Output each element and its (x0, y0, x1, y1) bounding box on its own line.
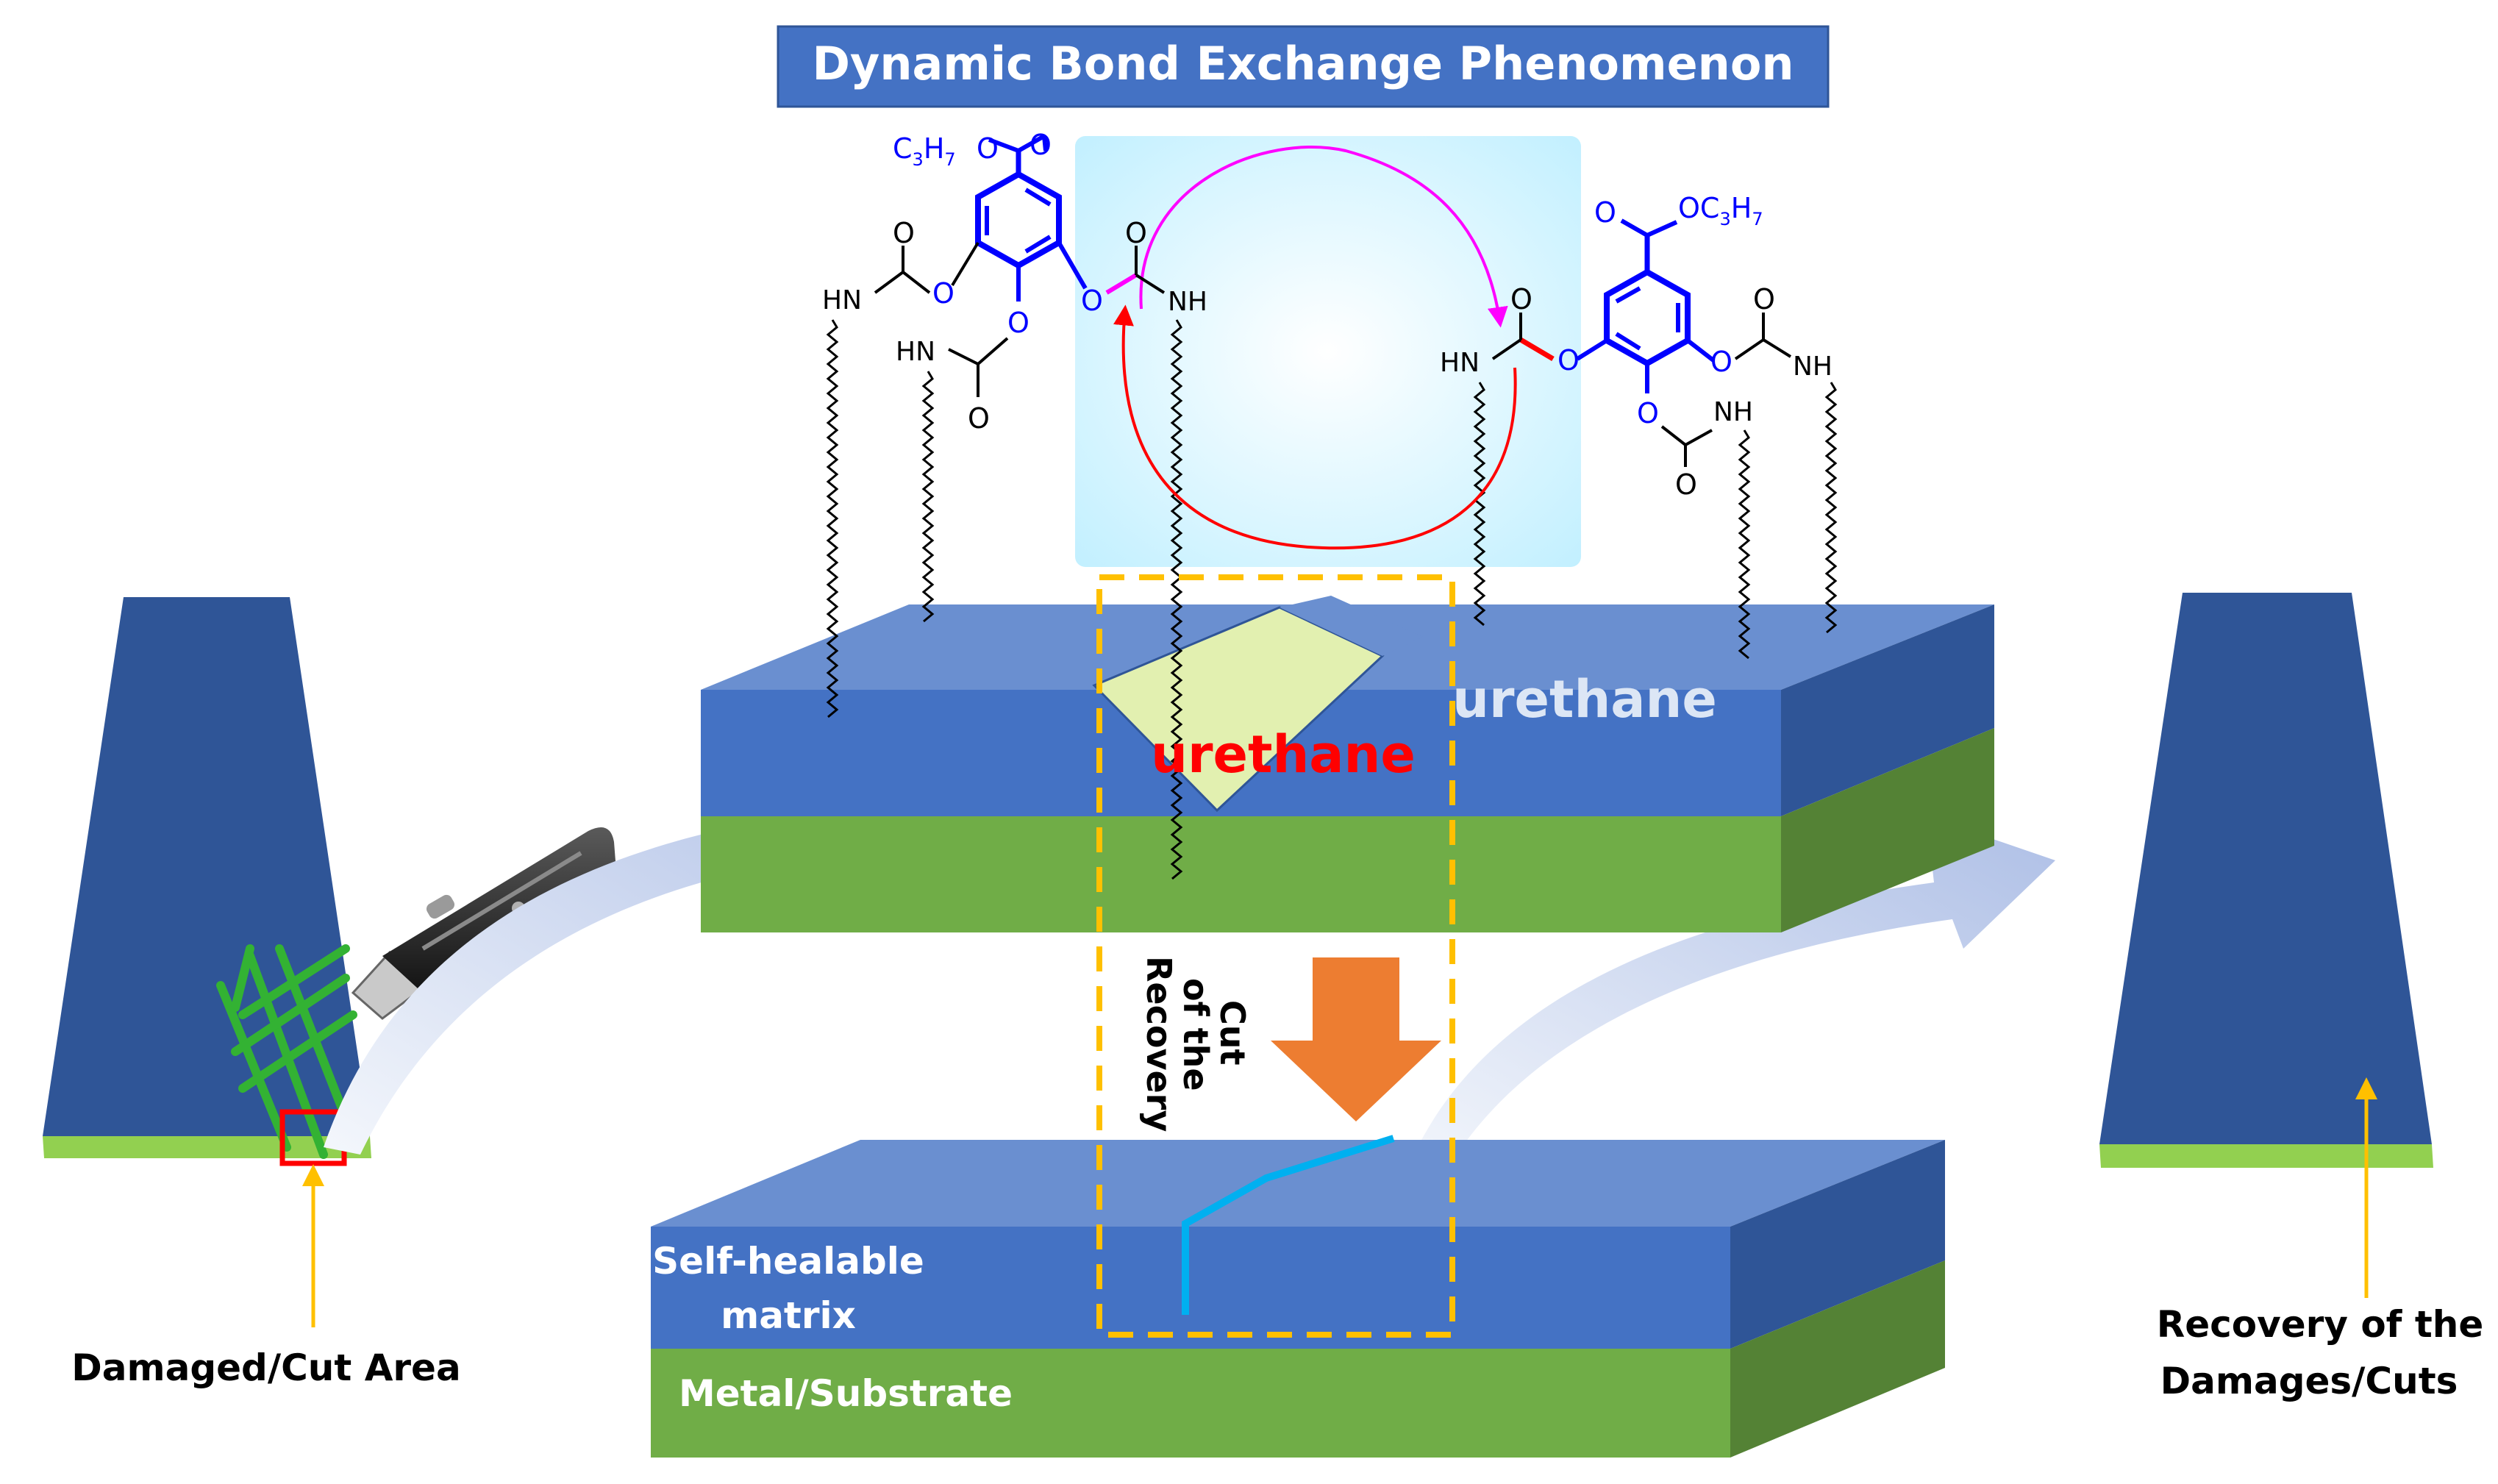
recovery-cut-line-2: of the (1176, 978, 1216, 1091)
chem-o: O (1753, 283, 1775, 315)
recovery-cut-line-3: Cut (1213, 1000, 1252, 1066)
chem-o: O (1594, 196, 1616, 229)
recovery-down-arrow (1271, 957, 1441, 1121)
recovered-panel (2099, 593, 2433, 1168)
chem-o: O (1125, 217, 1147, 249)
polymer-chains (826, 319, 1838, 880)
recovery-damages-label-1: Recovery of the (2157, 1303, 2483, 1346)
chem-nh: NH (1713, 397, 1753, 427)
bottom-slab: Self-healable matrix Metal/Substrate (651, 1135, 1945, 1458)
damaged-area-label: Damaged/Cut Area (71, 1346, 460, 1389)
chem-o: O (932, 277, 954, 310)
chem-o: O (1029, 129, 1052, 161)
exchange-arrow-forward (1139, 146, 1508, 328)
chem-o: O (1710, 346, 1732, 378)
urethane-matrix-label: urethane (1452, 669, 1717, 729)
molecule-right: O OC3H7 O O HN O O NH O O NH (1440, 192, 1833, 501)
chem-hn: HN (822, 285, 862, 315)
reaction-zone-highlight (1075, 136, 1581, 567)
chem-hn: HN (1440, 348, 1480, 378)
metal-substrate-label: Metal/Substrate (679, 1372, 1013, 1415)
recovery-damages-label-2: Damages/Cuts (2160, 1360, 2458, 1402)
chem-propyl-ester: OC3H7 (1678, 192, 1763, 229)
chem-o: O (1557, 344, 1580, 377)
chem-o: O (968, 402, 990, 435)
chem-o: O (1510, 283, 1532, 315)
chem-nh: NH (1793, 352, 1833, 382)
chem-o: O (977, 132, 999, 165)
chem-nh: NH (1168, 287, 1207, 317)
chem-o: O (1675, 468, 1697, 501)
molecule-left: O O C3H7 O O HN O O HN O O NH (822, 129, 1207, 435)
top-slab (701, 596, 1994, 932)
focus-region-box (1096, 574, 1455, 1338)
flow-arrow-right (1405, 816, 2055, 1180)
chem-propyl: C3H7 (893, 132, 956, 170)
chem-o: O (893, 217, 915, 249)
urethane-bond-label: urethane (1151, 724, 1416, 785)
self-healable-label-2: matrix (721, 1294, 856, 1337)
chem-hn: HN (896, 337, 935, 367)
chem-o: O (1637, 397, 1659, 429)
title-banner: Dynamic Bond Exchange Phenomenon (777, 25, 1830, 108)
scratch-marks (216, 944, 357, 1159)
self-healable-label-1: Self-healable (652, 1240, 924, 1283)
chem-o: O (1081, 285, 1103, 317)
exchange-arrow-backward (1113, 304, 1517, 550)
damaged-panel (43, 597, 371, 1166)
recovery-cut-line-1: Recovery (1139, 956, 1179, 1132)
healed-cut-line (1182, 1135, 1395, 1315)
title-text: Dynamic Bond Exchange Phenomenon (812, 37, 1794, 90)
chem-o: O (1007, 307, 1029, 339)
